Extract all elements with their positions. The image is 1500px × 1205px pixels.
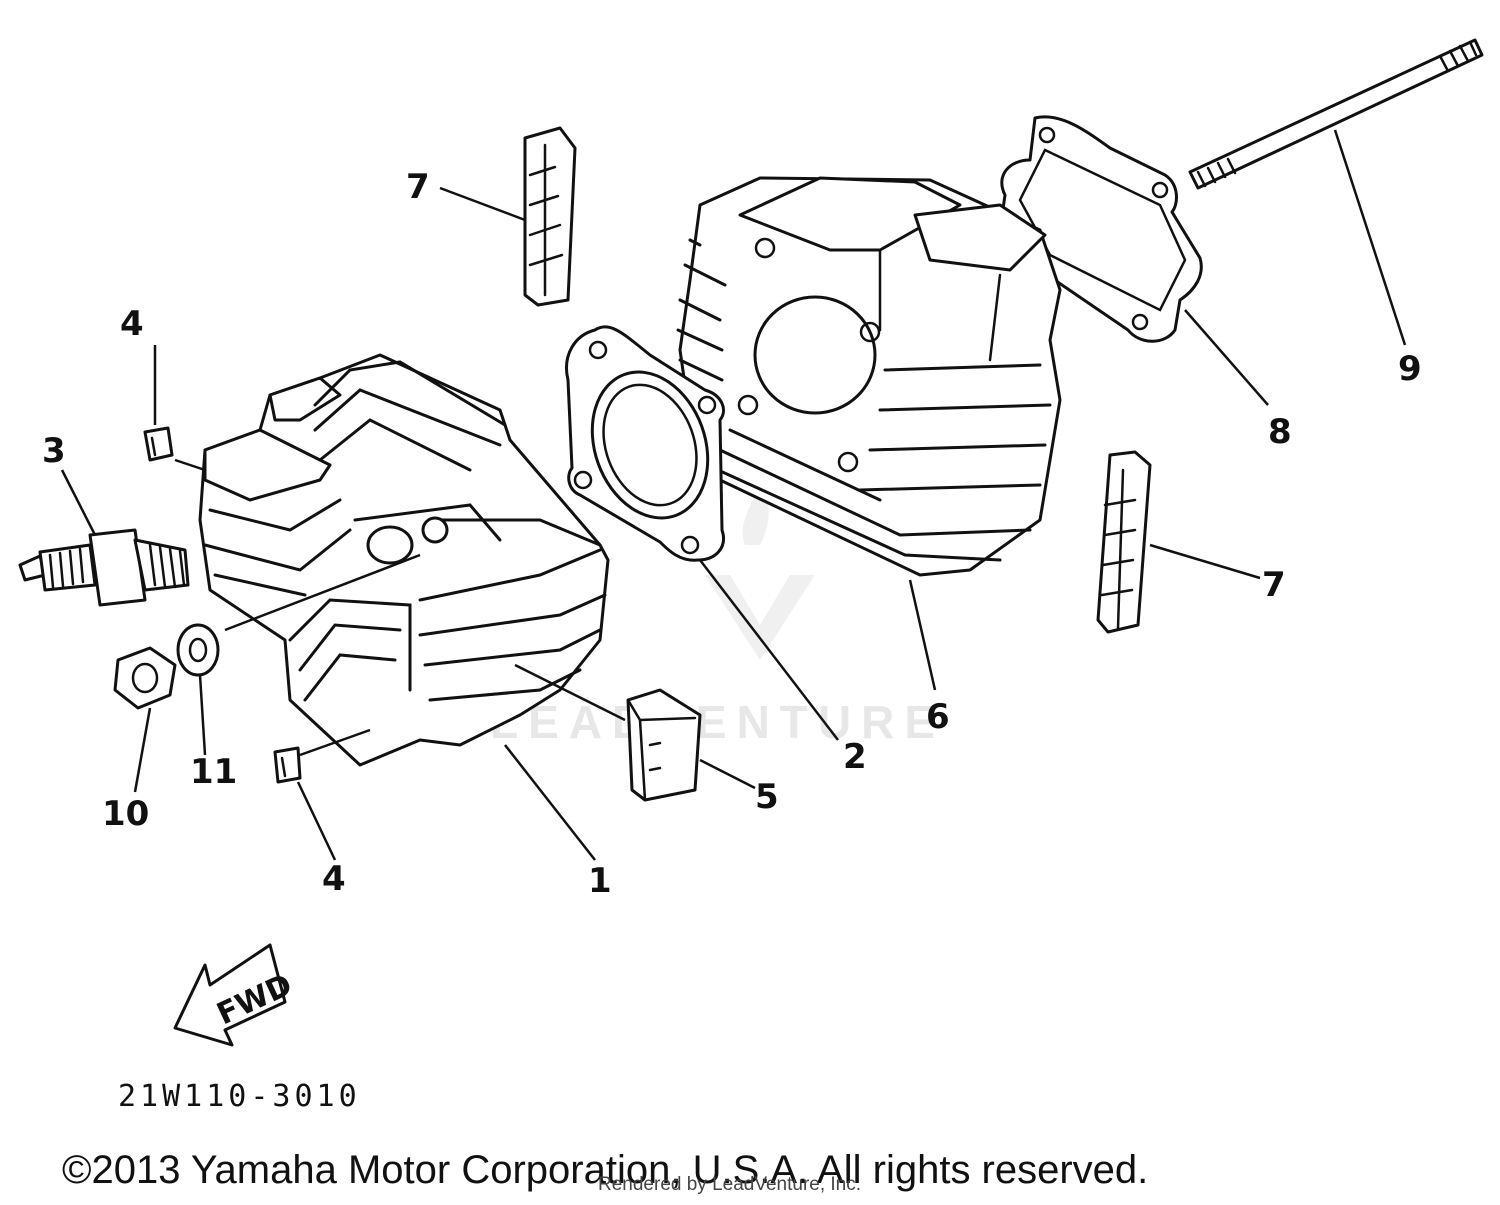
watermark-text: LEADVENTURE xyxy=(490,696,945,748)
nut-part xyxy=(113,646,177,710)
spark-plug-part xyxy=(18,528,190,607)
forward-direction-arrow: FWD xyxy=(173,943,298,1047)
callout-2: 2 xyxy=(843,737,867,777)
fin-damper-lower-part xyxy=(1096,450,1152,634)
callout-5: 5 xyxy=(755,777,779,817)
stud-bolt-part xyxy=(1188,38,1484,190)
callout-6: 6 xyxy=(926,697,950,737)
leadventure-watermark-logo: LEADVENTURE xyxy=(490,480,945,748)
callout-7-lower: 7 xyxy=(1262,565,1286,605)
base-gasket-part xyxy=(565,325,725,562)
washer-part xyxy=(176,623,220,677)
cylinder-gasket-upper-part xyxy=(998,115,1203,343)
damper-part xyxy=(626,688,702,802)
callout-1: 1 xyxy=(588,861,612,901)
callout-4-upper: 4 xyxy=(120,304,144,344)
rendered-by-credit: Rendered by LeadVenture, Inc. xyxy=(598,1174,861,1195)
callout-10: 10 xyxy=(102,794,149,834)
callout-4-lower: 4 xyxy=(322,859,346,899)
callout-9: 9 xyxy=(1398,349,1422,389)
callout-11: 11 xyxy=(190,752,237,792)
callout-7-upper: 7 xyxy=(406,167,430,207)
dowel-pin-upper-part xyxy=(143,426,174,462)
callout-3: 3 xyxy=(42,431,66,471)
diagram-code: 21W110-3010 xyxy=(118,1079,361,1114)
dowel-pin-lower-part xyxy=(273,746,302,784)
fin-damper-upper-part xyxy=(523,126,577,307)
cylinder-part xyxy=(676,176,1062,577)
callout-8: 8 xyxy=(1268,412,1292,452)
leader-lines xyxy=(60,129,1407,861)
copyright-notice: ©2013 Yamaha Motor Corporation, U.S.A. A… xyxy=(62,1148,1148,1192)
